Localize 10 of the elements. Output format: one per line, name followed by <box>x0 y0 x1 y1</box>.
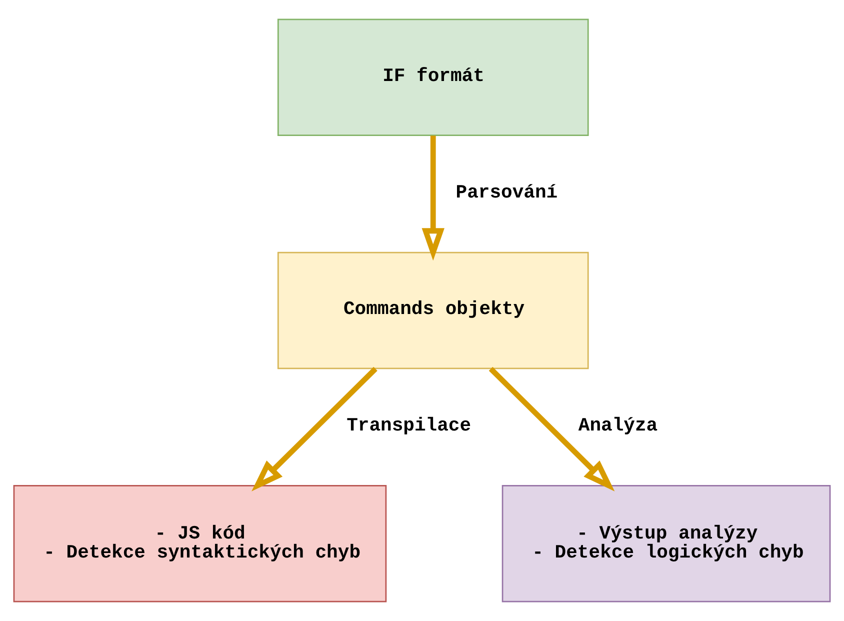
arrow <box>488 366 615 492</box>
node-box: - JS kód - Detekce syntaktických chyb <box>13 485 387 602</box>
node-box: Commands objekty <box>277 252 589 370</box>
node-box: IF formát <box>277 18 589 136</box>
edge-label: Parsování <box>456 182 558 204</box>
edge-label: Transpilace <box>346 414 472 437</box>
node-box: - Výstup analýzy - Detekce logických chyb <box>502 485 831 602</box>
edge-label: Analýza <box>578 414 658 437</box>
arrow <box>252 366 378 492</box>
arrow <box>422 136 444 261</box>
